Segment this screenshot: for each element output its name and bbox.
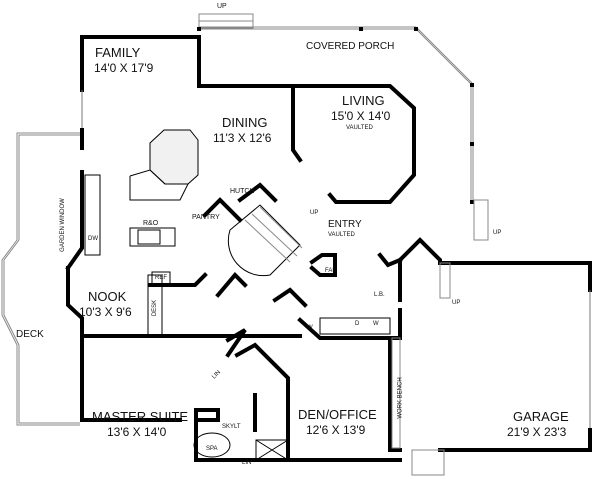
up-garage-label: UP xyxy=(452,300,461,306)
nook-dims: 10'3 X 9'6 xyxy=(79,305,132,319)
washer-label: W xyxy=(373,321,379,327)
spa-tub xyxy=(193,432,231,458)
work-bench-label: WORK BENCH xyxy=(397,377,404,419)
entry-label: ENTRY xyxy=(328,219,362,230)
dishwasher-label: DW xyxy=(88,236,98,242)
up-porch-label: UP xyxy=(493,230,502,236)
ref-label: REF xyxy=(155,275,167,281)
nook-label: NOOK xyxy=(88,289,127,304)
skylight-label: SKYLT xyxy=(222,424,241,430)
desk-label: DESK xyxy=(152,299,159,317)
walls xyxy=(65,35,592,462)
master-dims: 13'6 X 14'0 xyxy=(107,425,167,439)
living-note: VAULTED xyxy=(346,125,373,131)
deck-label: DECK xyxy=(16,329,44,340)
fireplace-hearth xyxy=(149,129,199,185)
deck-outline xyxy=(1,132,80,426)
master-label: MASTER SUITE xyxy=(92,409,189,424)
lb-label: L.B. xyxy=(374,292,385,298)
water-heater-label: W xyxy=(307,325,313,331)
dryer-label: D xyxy=(355,321,360,327)
family-dims: 14'0 X 17'9 xyxy=(94,61,154,75)
den-label: DEN/OFFICE xyxy=(298,407,377,422)
pantry-label: PANTRY xyxy=(192,214,220,221)
garden-window-label: GARDEN WINDOW xyxy=(59,198,66,252)
living-dims: 15'0 X 14'0 xyxy=(331,109,391,123)
garage-dims: 21'9 X 23'3 xyxy=(507,425,567,439)
range-oven-label: R&O xyxy=(143,220,159,227)
up-top-label: UP xyxy=(217,3,227,10)
dining-dims: 11'3 X 12'6 xyxy=(213,131,272,145)
staircase xyxy=(227,204,303,277)
family-label: FAMILY xyxy=(95,45,141,60)
entry-note: VAULTED xyxy=(328,232,355,238)
hutch-label: HUTCH xyxy=(230,188,255,195)
dining-label: DINING xyxy=(222,115,268,130)
den-dims: 12'6 X 13'9 xyxy=(306,423,366,437)
covered-porch-outline xyxy=(197,26,489,241)
linen-closet-label: LIN xyxy=(242,460,252,466)
porch-label: COVERED PORCH xyxy=(306,41,395,52)
garage-label: GARAGE xyxy=(513,409,569,424)
spa-label: SPA xyxy=(206,446,218,452)
porch-steps xyxy=(198,13,254,29)
living-label: LIVING xyxy=(342,93,385,108)
fau-label: FAU xyxy=(325,268,337,274)
up-stair-label: UP xyxy=(310,210,319,216)
